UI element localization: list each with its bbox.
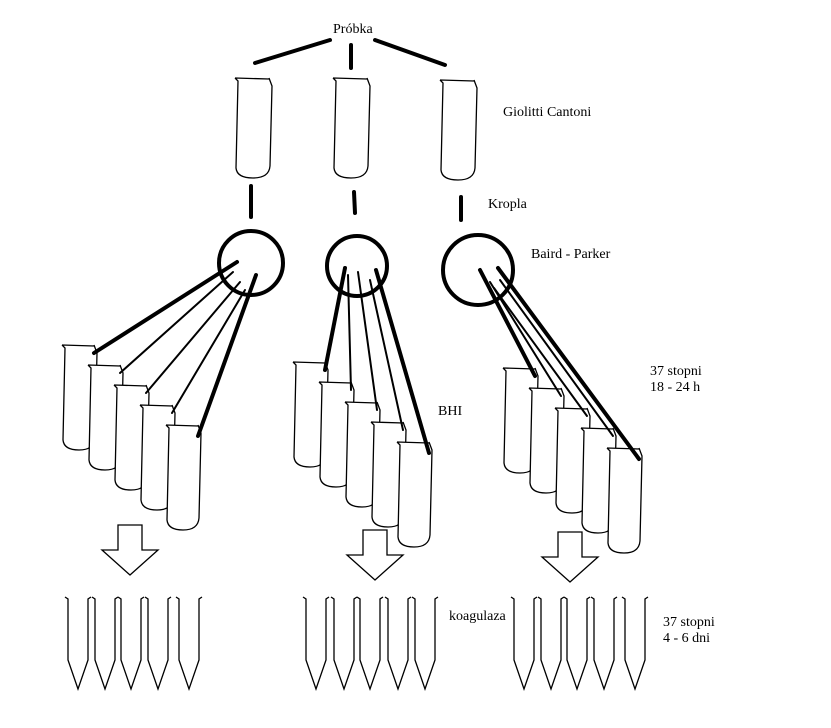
giolitti-cantoni-tube bbox=[439, 79, 478, 181]
inoculation-line bbox=[493, 287, 588, 417]
down-arrow bbox=[100, 524, 160, 576]
label-giolitti-cantoni: Giolitti Cantoni bbox=[503, 105, 592, 120]
inoculation-line bbox=[499, 279, 614, 437]
bhi-tube bbox=[554, 407, 591, 514]
label-drop: Kropla bbox=[488, 197, 527, 212]
coagulase-tube bbox=[175, 596, 203, 691]
coagulase-tube bbox=[590, 596, 618, 691]
coagulase-tube bbox=[411, 596, 439, 691]
coagulase-tube bbox=[563, 596, 591, 691]
inoculation-line bbox=[323, 266, 347, 372]
coagulase-tube bbox=[621, 596, 649, 691]
inoculation-line bbox=[357, 271, 378, 411]
bhi-tube bbox=[61, 344, 98, 451]
inoculation-line bbox=[478, 268, 537, 378]
coagulase-tube bbox=[144, 596, 172, 691]
baird-parker-plate bbox=[217, 229, 285, 297]
coagulase-tube bbox=[356, 596, 384, 691]
sample-branch-line bbox=[253, 38, 332, 65]
label-incubation1-time: 18 - 24 h bbox=[650, 380, 701, 395]
inoculation-line bbox=[119, 271, 234, 374]
inoculation-line bbox=[92, 260, 239, 355]
inoculation-line bbox=[496, 266, 641, 461]
inoculation-line bbox=[347, 274, 352, 391]
coagulase-tube bbox=[64, 596, 92, 691]
giolitti-cantoni-tube bbox=[332, 77, 371, 179]
sample-branch-line bbox=[373, 38, 447, 67]
coagulase-tube bbox=[91, 596, 119, 691]
coagulase-tube bbox=[537, 596, 565, 691]
giolitti-cantoni-tube bbox=[234, 77, 273, 179]
label-incubation2-time: 4 - 6 dni bbox=[663, 631, 711, 646]
coagulase-tube bbox=[117, 596, 145, 691]
inoculation-line bbox=[489, 281, 562, 397]
label-sample: Próbka bbox=[333, 22, 373, 37]
label-baird-parker: Baird - Parker bbox=[531, 247, 611, 262]
inoculation-line bbox=[145, 281, 241, 394]
coagulase-tube bbox=[302, 596, 330, 691]
inoculation-line bbox=[369, 279, 404, 431]
baird-parker-plate bbox=[325, 234, 389, 298]
bhi-tube bbox=[396, 441, 433, 548]
inoculation-line bbox=[196, 273, 258, 438]
bhi-tube bbox=[370, 421, 407, 528]
label-coagulase: koagulaza bbox=[449, 609, 506, 624]
coagulase-tube bbox=[384, 596, 412, 691]
label-incubation2-temp: 37 stopni bbox=[663, 615, 715, 630]
down-arrow bbox=[540, 531, 600, 583]
coagulase-tube bbox=[510, 596, 538, 691]
drop-connector bbox=[352, 190, 357, 215]
baird-parker-plate bbox=[441, 233, 515, 307]
down-arrow bbox=[345, 529, 405, 581]
coagulase-tube bbox=[330, 596, 358, 691]
label-incubation1-temp: 37 stopni bbox=[650, 364, 702, 379]
label-bhi: BHI bbox=[438, 404, 463, 419]
inoculation-line bbox=[374, 268, 431, 455]
bhi-tube bbox=[606, 447, 643, 554]
bhi-tube bbox=[165, 424, 202, 531]
inoculation-line bbox=[171, 289, 246, 414]
